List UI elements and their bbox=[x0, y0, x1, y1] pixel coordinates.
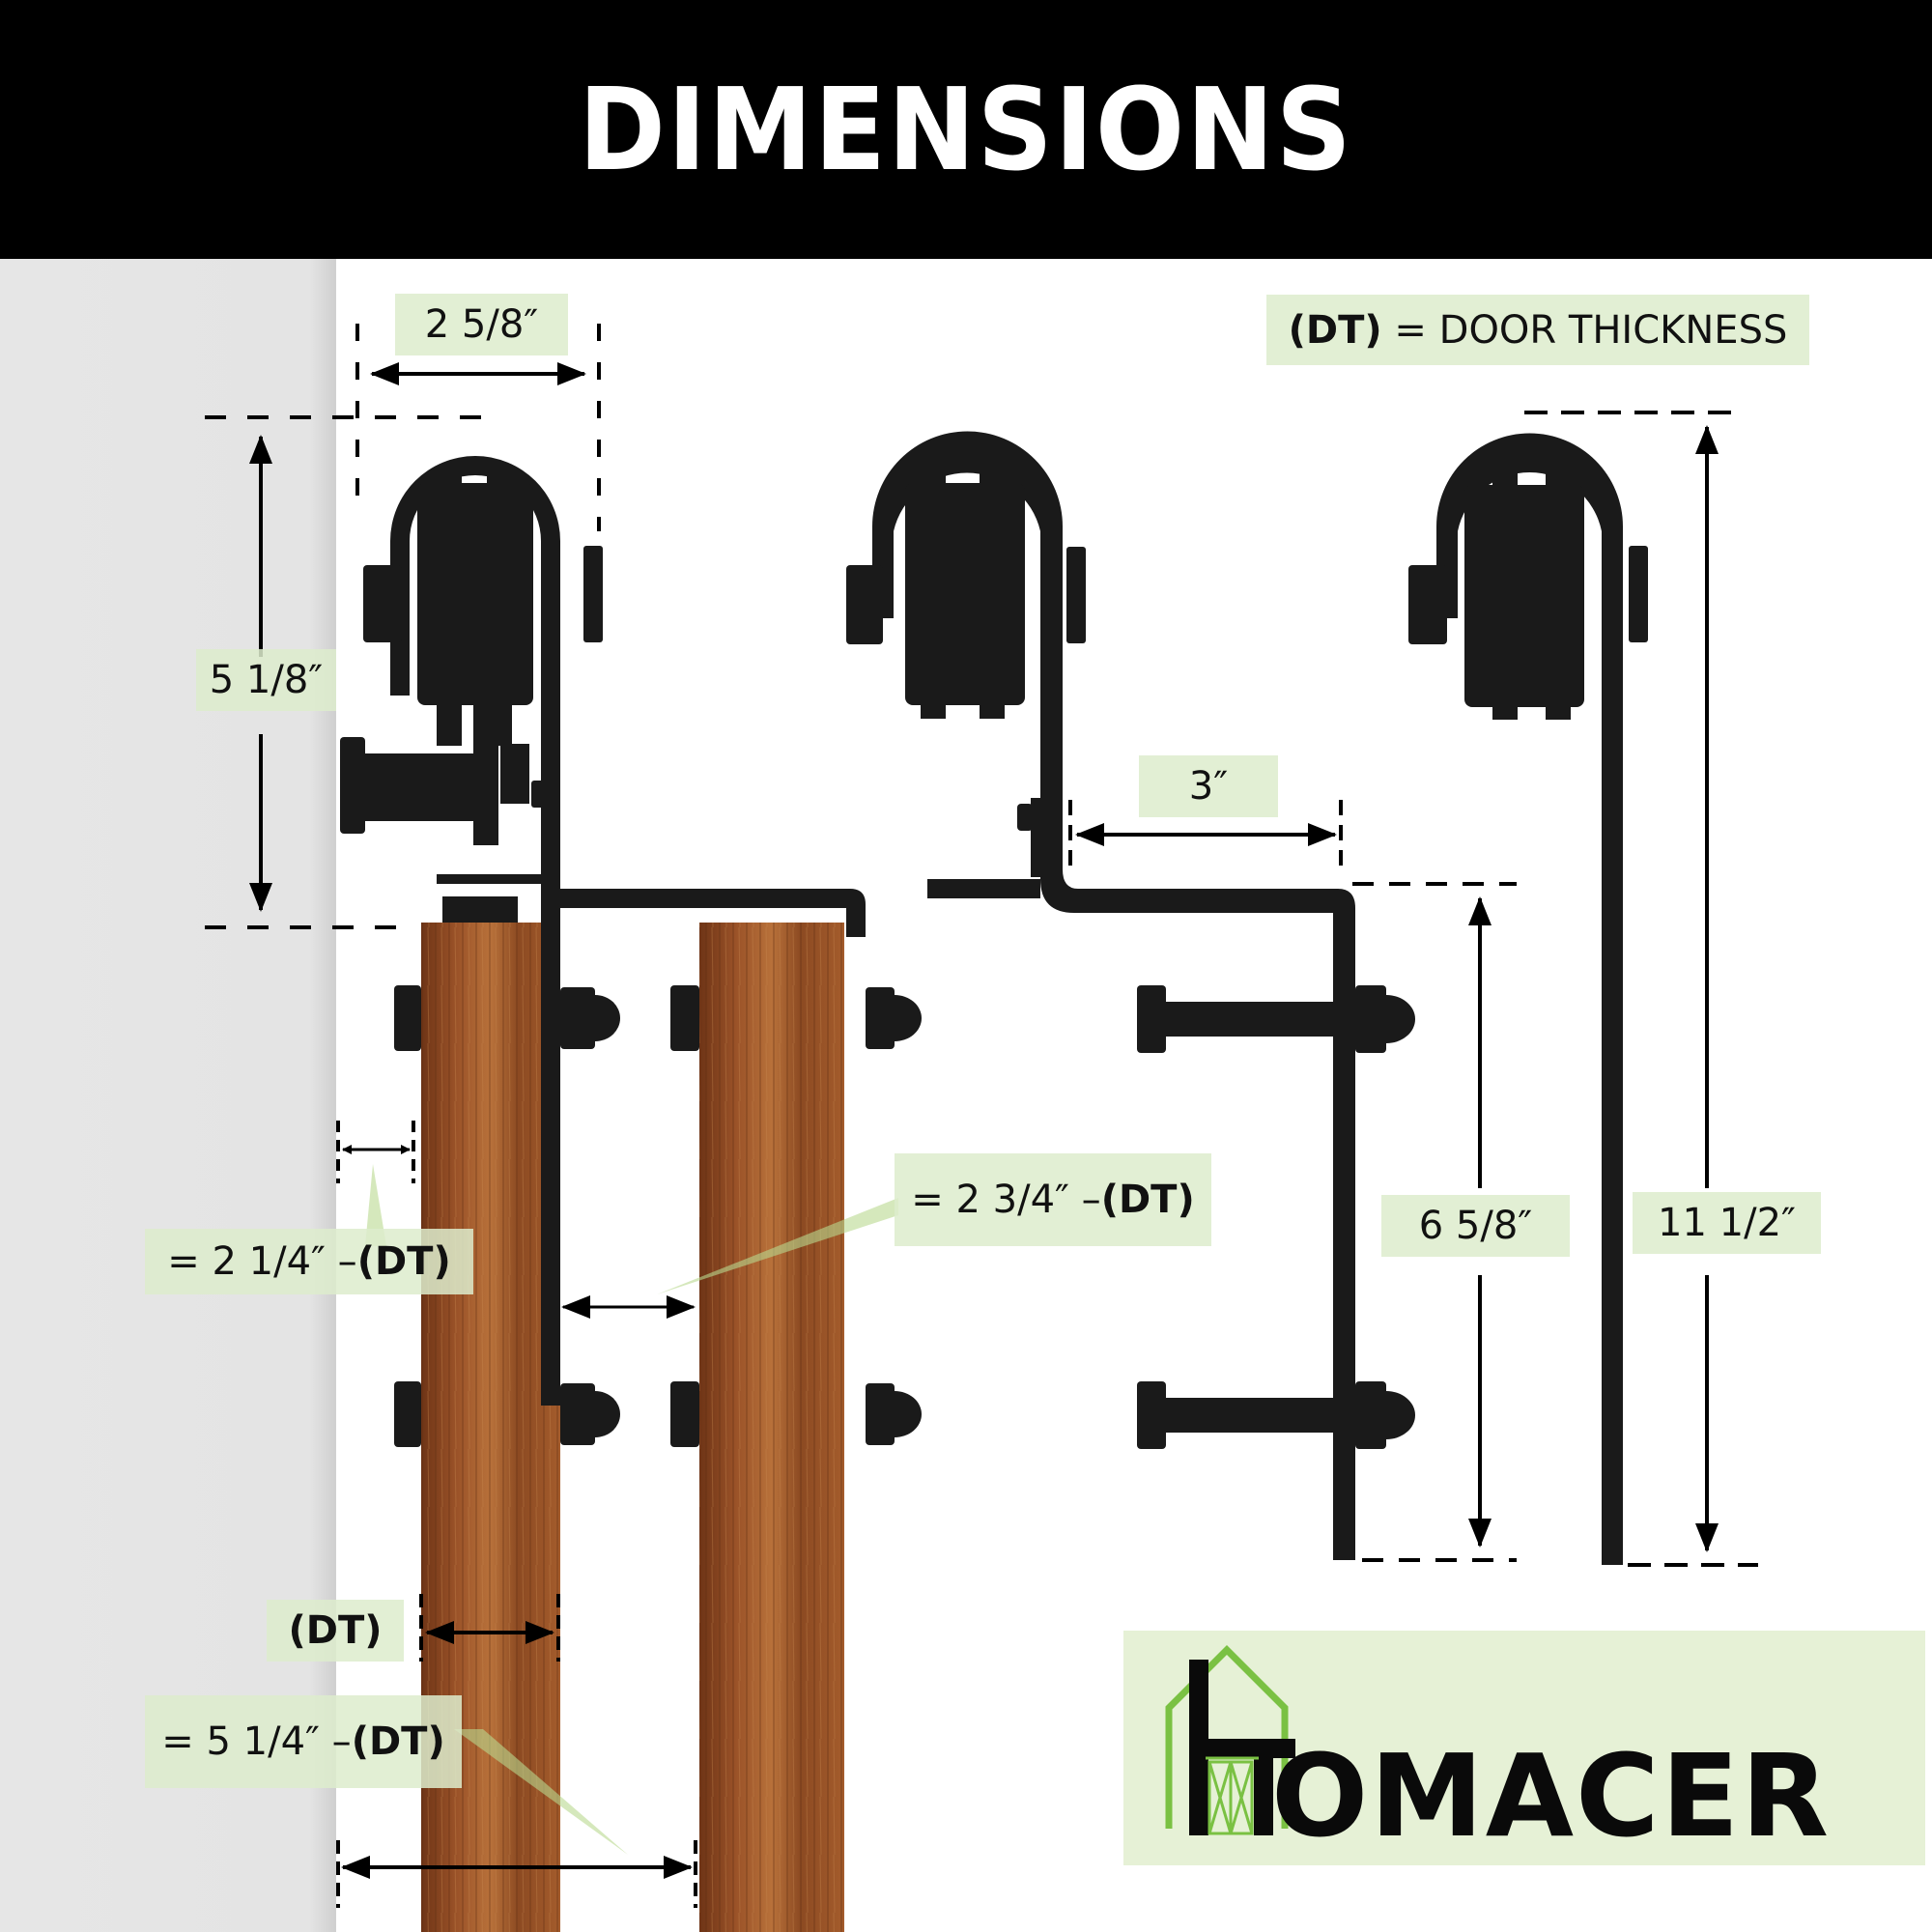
dim-roller-width-text: 2 5/8″ bbox=[424, 302, 539, 347]
dim-roller-height: 5 1/8″ bbox=[196, 649, 336, 711]
dim-wall-gap-text: = 2 1/4″ – bbox=[167, 1239, 357, 1284]
dim-wall-gap-dt: (DT) bbox=[356, 1239, 451, 1284]
dim-door-gap-dt: (DT) bbox=[1100, 1178, 1195, 1222]
brand-logo bbox=[1123, 1631, 1925, 1865]
dim-door-thickness: (DT) bbox=[267, 1600, 404, 1662]
dimension-lines bbox=[205, 324, 1758, 1908]
dim-strap-mount: 6 5/8″ bbox=[1381, 1195, 1570, 1257]
header-banner: DIMENSIONS bbox=[0, 0, 1932, 259]
brand-name: OMACER bbox=[1271, 1729, 1832, 1862]
dim-total-span-dt: (DT) bbox=[351, 1719, 445, 1764]
dim-offset-bend: 3″ bbox=[1139, 755, 1278, 817]
dim-door-gap-text: = 2 3/4″ – bbox=[911, 1178, 1101, 1222]
dim-door-gap: = 2 3/4″ – (DT) bbox=[895, 1153, 1211, 1246]
house-logo-icon bbox=[1165, 1645, 1295, 1835]
dim-strap-total-text: 11 1/2″ bbox=[1658, 1201, 1796, 1245]
dim-offset-bend-text: 3″ bbox=[1188, 764, 1229, 809]
door-right bbox=[699, 923, 844, 1932]
dim-strap-mount-text: 6 5/8″ bbox=[1418, 1204, 1533, 1248]
roller-assembly-offset bbox=[340, 456, 866, 1406]
dim-total-span-text: = 5 1/4″ – bbox=[161, 1719, 352, 1764]
dim-strap-total: 11 1/2″ bbox=[1633, 1192, 1821, 1254]
dim-door-thickness-text: (DT) bbox=[288, 1608, 383, 1653]
dim-roller-width: 2 5/8″ bbox=[395, 294, 568, 355]
callout-pointers bbox=[365, 1164, 898, 1855]
dim-wall-gap: = 2 1/4″ – (DT) bbox=[145, 1229, 473, 1294]
dim-roller-height-text: 5 1/8″ bbox=[209, 658, 324, 702]
roller-assembly-middle bbox=[846, 431, 1415, 1560]
roller-assembly-straight bbox=[1408, 433, 1648, 1565]
bolts-left-door bbox=[394, 985, 922, 1447]
page-title: DIMENSIONS bbox=[579, 63, 1353, 196]
dt-definition: = DOOR THICKNESS bbox=[1394, 307, 1788, 353]
dt-abbrev: (DT) bbox=[1288, 307, 1382, 353]
dim-total-span: = 5 1/4″ – (DT) bbox=[145, 1695, 462, 1788]
dt-legend: (DT) = DOOR THICKNESS bbox=[1266, 295, 1809, 365]
